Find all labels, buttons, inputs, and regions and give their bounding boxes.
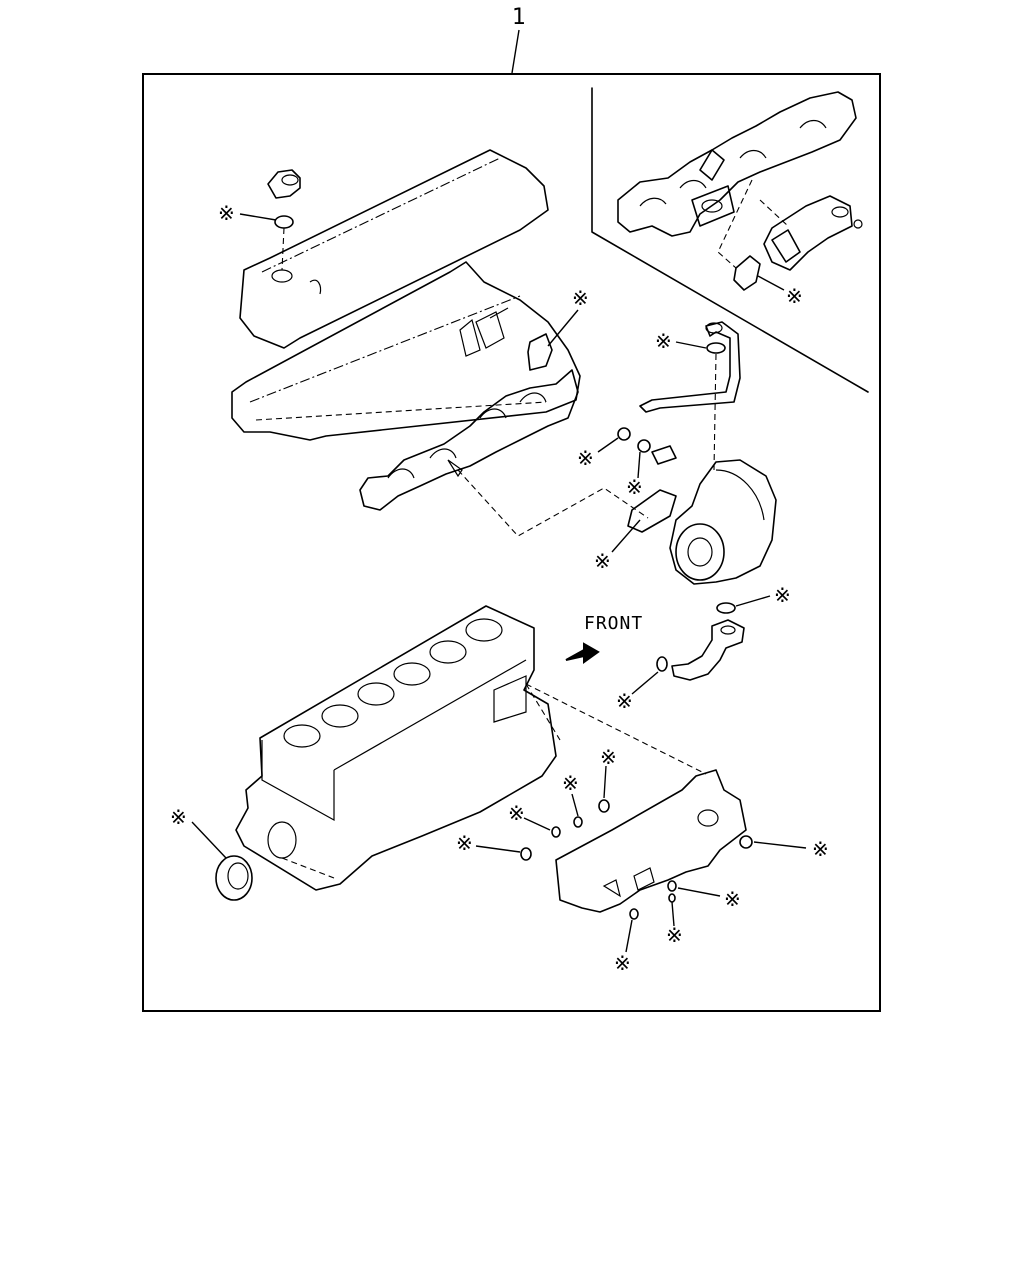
kit-marker-cooler-seal-e: ※ [724, 887, 741, 911]
oil-return-o-ring [656, 656, 668, 672]
front-label: FRONT [584, 613, 643, 634]
cooler-seal-c [551, 826, 561, 838]
cooler-seal-c-leader [523, 817, 551, 831]
cylinder-head [231, 261, 581, 441]
exhaust-manifold [359, 369, 579, 511]
kit-marker-cooler-seal-g: ※ [614, 951, 631, 975]
oil-feed-pipe [639, 321, 741, 413]
water-outlet-o-ring [739, 835, 753, 849]
oil-pipe-bolt [651, 445, 677, 465]
oil-return-seal [716, 602, 736, 614]
oil-filler-cap [267, 169, 301, 199]
kit-marker-inset-gasket: ※ [786, 284, 803, 308]
kit-marker-oil-return-o-ring: ※ [616, 689, 633, 713]
cooler-seal-b-leader [571, 793, 579, 817]
kit-marker-oil-return-seal: ※ [774, 583, 791, 607]
cooler-seal-a [598, 799, 610, 813]
washer-2-leader [637, 451, 641, 479]
item-number: 1 [512, 5, 526, 30]
cooler-seal-g [629, 908, 639, 920]
filler-seal-leader [239, 213, 277, 221]
filler-seal-alignment [281, 227, 285, 271]
kit-boundary-frame [142, 73, 881, 1012]
crank-seal-leader [191, 821, 227, 859]
oil-return-o-ring-leader [631, 671, 659, 695]
kit-marker-washer-2: ※ [626, 475, 643, 499]
water-outlet-leader [753, 841, 807, 849]
cylinder-block [235, 605, 557, 891]
inset-gasket-leader [757, 275, 785, 291]
block-alignment-lines [281, 683, 707, 879]
manifold-turbo-alignment [457, 469, 649, 537]
kit-marker-cooler-seal-a: ※ [600, 745, 617, 769]
kit-marker-cooler-seal-d: ※ [456, 831, 473, 855]
kit-marker-oil-feed-seal: ※ [655, 329, 672, 353]
cooler-seal-e-leader [677, 887, 721, 897]
kit-marker-washer: ※ [577, 446, 594, 470]
inset-egr-gasket [733, 255, 761, 291]
kit-marker-turbo-gasket: ※ [594, 549, 611, 573]
oil-return-seal-leader [735, 595, 771, 607]
item-number-leader [511, 29, 520, 74]
oil-return-pipe [671, 619, 745, 681]
kit-marker-cooler-seal-c: ※ [508, 801, 525, 825]
oil-feed-alignment [713, 353, 717, 471]
front-arrow-icon [565, 642, 600, 664]
oil-pipe-washer-2 [637, 439, 651, 453]
kit-marker-filler-seal: ※ [218, 201, 235, 225]
rocker-cover [239, 149, 549, 349]
oil-pipe-washer [617, 427, 631, 441]
cooler-seal-d [520, 847, 532, 861]
washer-leader [597, 437, 619, 453]
inset-divider [591, 87, 869, 393]
kit-marker-intake-gasket: ※ [572, 286, 589, 310]
kit-marker-cooler-seal-f: ※ [666, 923, 683, 947]
crankshaft-front-seal [215, 855, 253, 901]
kit-marker-cooler-seal-b: ※ [562, 771, 579, 795]
cooler-seal-b [573, 816, 583, 828]
cooler-seal-f [668, 893, 676, 903]
inset-exhaust-manifold [617, 91, 857, 237]
cooler-seal-f-leader [671, 901, 675, 927]
kit-marker-water-outlet: ※ [812, 837, 829, 861]
inset-egr-valve [763, 195, 863, 271]
inset-alignment-lines [717, 179, 789, 269]
turbo-flange-gasket [627, 489, 677, 533]
cooler-seal-e [667, 880, 677, 892]
turbocharger [669, 459, 777, 585]
intake-gasket-leader [547, 309, 579, 347]
cooler-seal-g-leader [625, 919, 633, 953]
cooler-seal-a-leader [603, 765, 607, 799]
oil-feed-seal [706, 342, 726, 354]
filler-cap-seal [274, 215, 294, 229]
turbo-gasket-leader [611, 519, 641, 553]
kit-marker-crank-seal: ※ [170, 805, 187, 829]
oil-feed-seal-leader [675, 341, 707, 349]
cooler-seal-d-leader [475, 845, 521, 853]
intake-gasket [527, 333, 553, 371]
oil-cooler-housing [555, 769, 747, 913]
